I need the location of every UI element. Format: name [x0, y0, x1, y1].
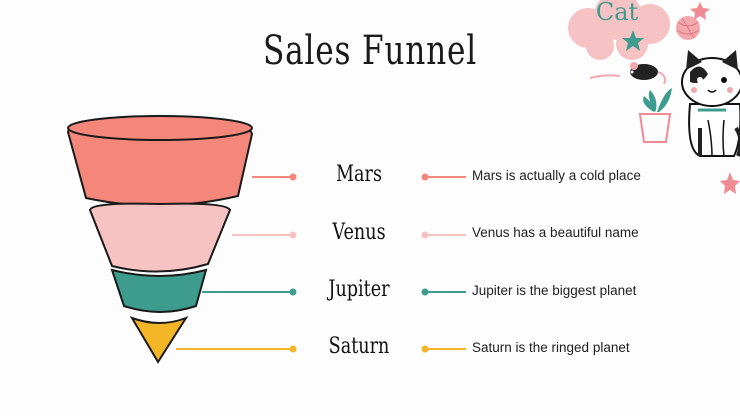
corner-label: Cat [595, 0, 639, 26]
funnel-top-rim [67, 115, 253, 141]
stage-description-saturn: Saturn is the ringed planet [472, 340, 630, 355]
funnel-layer-jupiter [110, 268, 208, 313]
stage-label-saturn: Saturn [328, 334, 390, 359]
stage-label-venus: Venus [332, 220, 386, 245]
stage-label-jupiter: Jupiter [328, 277, 390, 302]
cloud-decoration [568, 0, 670, 60]
mouse-icon [589, 62, 667, 85]
funnel-layer-saturn [129, 315, 189, 364]
yarn-ball-icon [676, 16, 700, 40]
stage-description-jupiter: Jupiter is the biggest planet [472, 283, 637, 298]
star-icon [622, 30, 644, 51]
cat-icon [681, 50, 740, 157]
pink-star-icon [720, 172, 740, 194]
stage-description-venus: Venus has a beautiful name [472, 225, 639, 240]
pink-star-icon [690, 2, 710, 20]
stage-description-mars: Mars is actually a cold place [472, 168, 641, 183]
plant-icon [638, 88, 672, 143]
page-title: Sales Funnel [262, 28, 478, 74]
stage-label-mars: Mars [336, 162, 382, 187]
funnel-layer-venus [88, 202, 232, 273]
